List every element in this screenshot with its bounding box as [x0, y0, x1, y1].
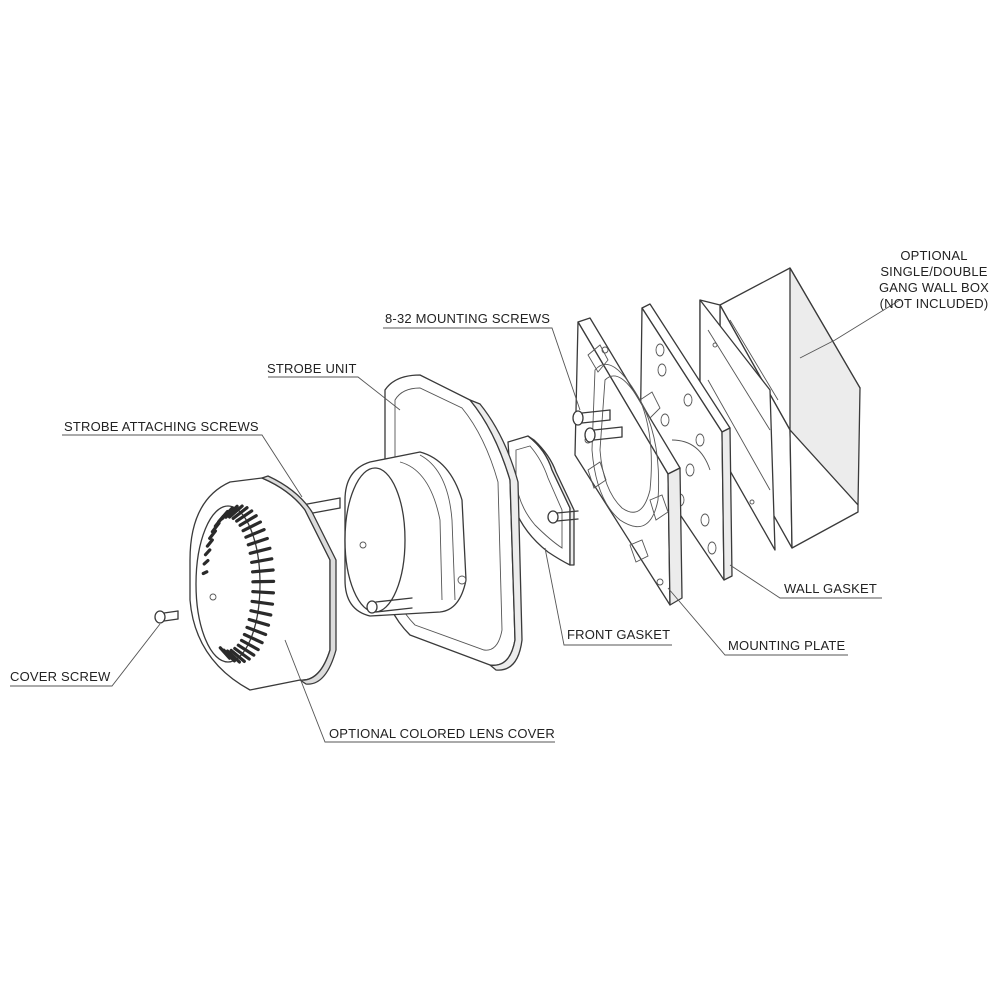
label-wall-box-line-1: OPTIONAL: [900, 248, 968, 263]
lens-rib: [205, 538, 214, 548]
mounting-screws: [572, 409, 623, 443]
lens-rib: [227, 504, 244, 519]
mounting-plate: [574, 317, 683, 606]
lens-rib: [229, 648, 246, 663]
lens-rib: [235, 509, 254, 523]
front-gasket: [507, 435, 579, 566]
lens-rib: [218, 646, 232, 660]
lens-rib: [225, 649, 241, 664]
strobe-unit: [344, 374, 523, 671]
label-strobe-unit: STROBE UNIT: [267, 361, 357, 376]
lens-cover-ribs: [201, 504, 276, 664]
label-wall-gasket: WALL GASKET: [784, 581, 877, 596]
label-front-gasket: FRONT GASKET: [567, 627, 671, 642]
lens-rib: [238, 514, 258, 527]
lens-rib: [250, 599, 275, 606]
lens-rib: [233, 646, 251, 661]
lens-rib: [249, 609, 273, 617]
lens-rib: [251, 590, 275, 595]
lens-cover: [189, 475, 337, 691]
label-wall-box-line-3: GANG WALL BOX: [879, 280, 989, 295]
label-wall-box-line-2: SINGLE/DOUBLE: [880, 264, 988, 279]
lens-rib: [202, 559, 210, 566]
label-wall-box: OPTIONAL SINGLE/DOUBLE GANG WALL BOX (NO…: [872, 248, 996, 312]
lens-rib: [239, 638, 260, 652]
label-mounting-screws: 8-32 MOUNTING SCREWS: [385, 311, 551, 326]
lens-rib: [242, 632, 264, 645]
lens-rib: [208, 529, 217, 540]
label-wall-box-line-4: (NOT INCLUDED): [879, 296, 989, 311]
lens-rib: [236, 643, 256, 657]
lens-rib: [250, 557, 274, 564]
lens-rib: [203, 548, 212, 557]
label-cover-screw: COVER SCREW: [10, 669, 111, 684]
lens-rib: [248, 546, 272, 555]
label-mounting-plate: MOUNTING PLATE: [728, 638, 846, 653]
label-strobe-attaching-screws: STROBE ATTACHING SCREWS: [64, 419, 259, 434]
cover-screw: [154, 610, 179, 624]
lens-rib: [241, 520, 262, 533]
wall-box: [699, 267, 861, 551]
lens-rib: [201, 570, 209, 576]
lens-rib: [231, 506, 249, 520]
label-optional-lens-cover: OPTIONAL COLORED LENS COVER: [329, 726, 555, 741]
leader-lines: [10, 299, 901, 743]
lens-rib: [246, 536, 269, 547]
lens-rib: [251, 568, 275, 574]
lens-rib: [220, 506, 234, 521]
lens-rib: [244, 528, 266, 539]
lens-rib: [245, 625, 268, 637]
lens-rib: [224, 504, 239, 519]
lens-rib: [247, 617, 271, 627]
